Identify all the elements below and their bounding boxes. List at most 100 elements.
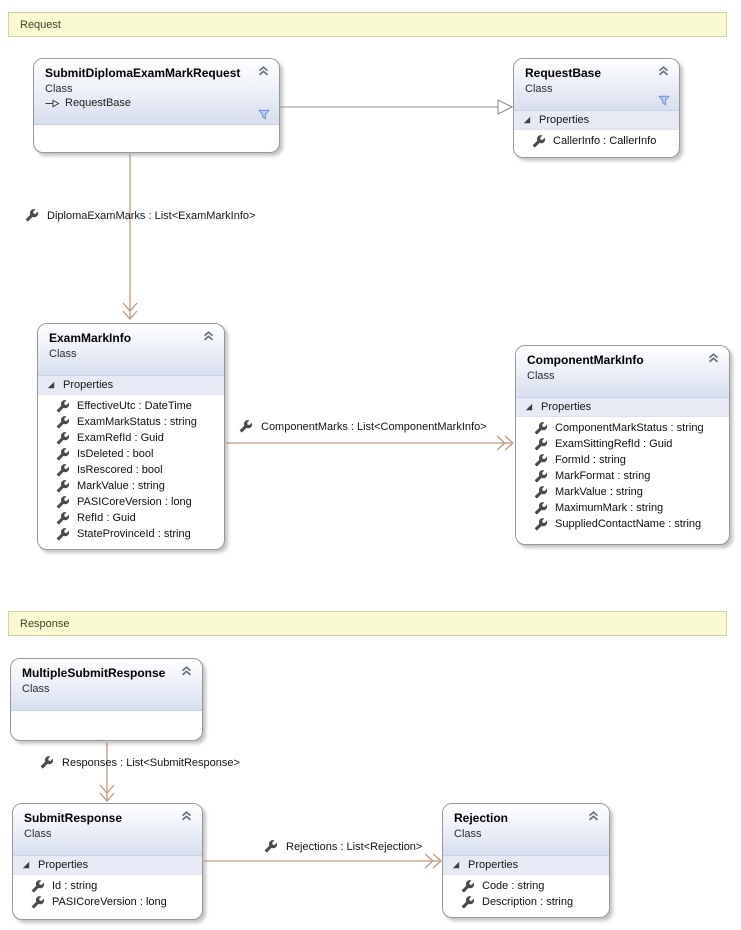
property-row[interactable]: SuppliedContactName : string bbox=[516, 516, 729, 532]
property-text: Description : string bbox=[482, 896, 574, 908]
wrench-icon bbox=[56, 432, 69, 445]
property-text: PASICoreVersion : long bbox=[77, 496, 192, 508]
wrench-icon bbox=[461, 896, 474, 909]
chevron-double-up-icon[interactable] bbox=[258, 66, 269, 76]
inheritance-connector-requestbase[interactable] bbox=[280, 99, 514, 115]
association-diplomaexammarks[interactable] bbox=[122, 154, 138, 320]
wrench-icon bbox=[56, 400, 69, 413]
chevron-double-up-icon[interactable] bbox=[181, 811, 192, 821]
group-label: Response bbox=[20, 617, 70, 630]
expander-triangle-icon[interactable] bbox=[47, 381, 55, 389]
property-text: MarkValue : string bbox=[555, 486, 643, 498]
property-text: IsRescored : bool bbox=[77, 464, 163, 476]
chevron-double-up-icon[interactable] bbox=[658, 66, 669, 76]
association-label-diplomaexammarks[interactable]: DiplomaExamMarks : List<ExamMarkInfo> bbox=[25, 209, 255, 222]
group-bar-request[interactable]: Request bbox=[8, 12, 727, 37]
association-label-componentmarks[interactable]: ComponentMarks : List<ComponentMarkInfo> bbox=[239, 420, 487, 433]
group-bar-response[interactable]: Response bbox=[8, 611, 727, 636]
property-row[interactable]: MarkValue : string bbox=[516, 484, 729, 500]
association-responses[interactable] bbox=[99, 742, 115, 802]
property-row[interactable]: PASICoreVersion : long bbox=[13, 894, 202, 910]
property-text: EffectiveUtc : DateTime bbox=[77, 400, 192, 412]
association-componentmarks[interactable] bbox=[226, 435, 514, 451]
association-label-rejections[interactable]: Rejections : List<Rejection> bbox=[264, 840, 422, 853]
property-row[interactable]: ExamMarkStatus : string bbox=[38, 414, 224, 430]
wrench-icon bbox=[534, 438, 547, 451]
property-row[interactable]: ExamSittingRefId : Guid bbox=[516, 436, 729, 452]
wrench-icon bbox=[534, 422, 547, 435]
properties-section-label: Properties bbox=[38, 859, 89, 871]
property-text: ExamSittingRefId : Guid bbox=[555, 438, 673, 450]
properties-section-header[interactable]: Properties bbox=[516, 398, 729, 417]
properties-section-header[interactable]: Properties bbox=[13, 856, 202, 875]
property-row[interactable]: FormId : string bbox=[516, 452, 729, 468]
expander-triangle-icon[interactable] bbox=[452, 861, 460, 869]
class-box-rejection[interactable]: Rejection Class Properties Code : string… bbox=[442, 803, 610, 918]
class-box-exammarkinfo[interactable]: ExamMarkInfo Class Properties EffectiveU… bbox=[37, 323, 225, 550]
class-box-submitdiplomaexammarkrequest[interactable]: SubmitDiplomaExamMarkRequest Class Reque… bbox=[33, 58, 280, 153]
inherits-row: RequestBase bbox=[45, 97, 268, 109]
group-label: Request bbox=[20, 18, 61, 31]
wrench-icon bbox=[31, 896, 44, 909]
class-title: ExamMarkInfo bbox=[49, 331, 132, 345]
wrench-icon bbox=[264, 840, 277, 853]
property-row[interactable]: ComponentMarkStatus : string bbox=[516, 420, 729, 436]
property-row[interactable]: Description : string bbox=[443, 894, 609, 910]
property-text: RefId : Guid bbox=[77, 512, 136, 524]
association-rejections[interactable] bbox=[204, 853, 442, 869]
expander-triangle-icon[interactable] bbox=[523, 116, 531, 124]
property-row[interactable]: MaximumMark : string bbox=[516, 500, 729, 516]
property-row[interactable]: MarkValue : string bbox=[38, 478, 224, 494]
inheritance-arrow-icon bbox=[45, 99, 60, 108]
wrench-icon bbox=[31, 880, 44, 893]
wrench-icon bbox=[534, 454, 547, 467]
association-label-responses[interactable]: Responses : List<SubmitResponse> bbox=[40, 756, 240, 769]
property-text: StateProvinceId : string bbox=[77, 528, 191, 540]
property-row[interactable]: IsRescored : bool bbox=[38, 462, 224, 478]
properties-section-header[interactable]: Properties bbox=[443, 856, 609, 875]
chevron-double-up-icon[interactable] bbox=[588, 811, 599, 821]
class-title: SubmitDiplomaExamMarkRequest bbox=[45, 66, 241, 80]
wrench-icon bbox=[534, 502, 547, 515]
wrench-icon bbox=[56, 480, 69, 493]
properties-section-header[interactable]: Properties bbox=[38, 376, 224, 395]
wrench-icon bbox=[56, 464, 69, 477]
class-kind: Class bbox=[45, 83, 73, 95]
property-row[interactable]: IsDeleted : bool bbox=[38, 446, 224, 462]
property-row[interactable]: PASICoreVersion : long bbox=[38, 494, 224, 510]
property-row[interactable]: EffectiveUtc : DateTime bbox=[38, 398, 224, 414]
property-text: ExamMarkStatus : string bbox=[77, 416, 197, 428]
property-row[interactable]: RefId : Guid bbox=[38, 510, 224, 526]
property-row[interactable]: ExamRefId : Guid bbox=[38, 430, 224, 446]
filter-icon[interactable] bbox=[258, 109, 270, 120]
property-row[interactable]: StateProvinceId : string bbox=[38, 526, 224, 542]
association-text: Responses : List<SubmitResponse> bbox=[62, 756, 240, 769]
property-text: SuppliedContactName : string bbox=[555, 518, 702, 530]
class-box-requestbase[interactable]: RequestBase Class Properties CallerInfo … bbox=[513, 58, 680, 158]
property-row[interactable]: MarkFormat : string bbox=[516, 468, 729, 484]
property-row[interactable]: Id : string bbox=[13, 878, 202, 894]
filter-icon[interactable] bbox=[658, 95, 670, 106]
chevron-double-up-icon[interactable] bbox=[203, 331, 214, 341]
expander-triangle-icon[interactable] bbox=[525, 403, 533, 411]
property-text: ComponentMarkStatus : string bbox=[555, 422, 704, 434]
class-box-submitresponse[interactable]: SubmitResponse Class Properties Id : str… bbox=[12, 803, 203, 920]
class-kind: Class bbox=[527, 370, 555, 382]
properties-section-label: Properties bbox=[539, 114, 590, 126]
properties-section-header[interactable]: Properties bbox=[514, 111, 679, 130]
class-box-componentmarkinfo[interactable]: ComponentMarkInfo Class Properties Compo… bbox=[515, 345, 730, 545]
wrench-icon bbox=[534, 470, 547, 483]
wrench-icon bbox=[56, 448, 69, 461]
chevron-double-up-icon[interactable] bbox=[181, 666, 192, 676]
class-box-multiplesubmitresponse[interactable]: MultipleSubmitResponse Class bbox=[10, 658, 203, 741]
class-kind: Class bbox=[454, 828, 482, 840]
property-text: MarkFormat : string bbox=[555, 470, 651, 482]
property-row[interactable]: Code : string bbox=[443, 878, 609, 894]
expander-triangle-icon[interactable] bbox=[22, 861, 30, 869]
property-text: IsDeleted : bool bbox=[77, 448, 154, 460]
property-row[interactable]: CallerInfo : CallerInfo bbox=[514, 133, 679, 149]
property-text: Code : string bbox=[482, 880, 545, 892]
chevron-double-up-icon[interactable] bbox=[708, 353, 719, 363]
